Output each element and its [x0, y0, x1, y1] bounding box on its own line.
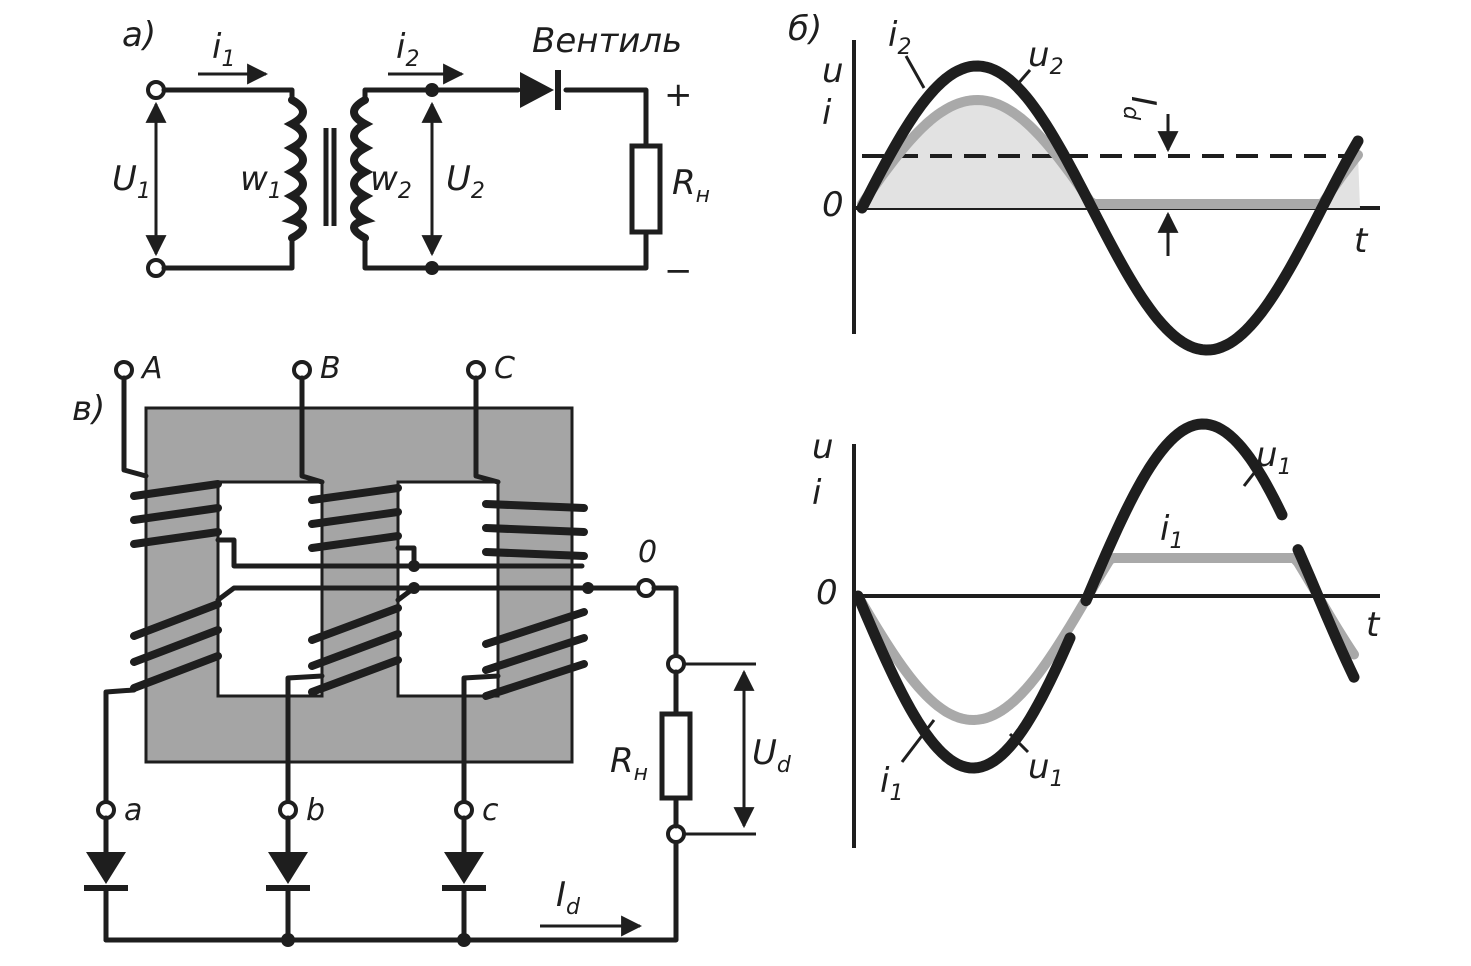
secondary-winding-icon — [350, 96, 376, 242]
i2-label: i2 — [396, 27, 419, 72]
ud-label: Ud — [752, 733, 792, 778]
panel-b-axis-u: u — [822, 51, 844, 91]
panel-b2-waveforms: u i 0 t u1 i1 u1 i1 — [812, 418, 1381, 848]
i2-shaded-area — [862, 100, 1360, 208]
panel-b-label: б) — [788, 9, 822, 49]
i1-label-top: i1 — [1160, 509, 1183, 554]
id-label-b: Id — [1118, 96, 1163, 121]
panel-b2-axis-u: u — [812, 427, 834, 467]
w1-label: w1 — [240, 159, 282, 204]
u1-leader-top — [1242, 467, 1260, 487]
load-label-c: Rн — [610, 741, 648, 786]
panel-a-label: а) — [122, 15, 156, 55]
panel-b-waveforms: б) u i 0 t Id i2 u2 — [788, 9, 1380, 356]
panel-c-three-phase: в) A B C 0 — [72, 351, 792, 947]
panel-b2-zero: 0 — [816, 573, 838, 613]
diode-b-icon — [266, 815, 310, 943]
label-C: C — [494, 351, 515, 386]
i2-curve-label: i2 — [888, 15, 911, 60]
label-B: B — [320, 351, 341, 386]
secondary-windings-icon — [130, 600, 588, 700]
transformer-core-icon — [323, 128, 337, 226]
panel-b2-t-label: t — [1366, 605, 1381, 645]
diode-icon — [520, 70, 561, 110]
i1-label-bottom: i1 — [880, 761, 903, 806]
w2-label: w2 — [370, 159, 412, 204]
i1-label: i1 — [212, 27, 235, 72]
u1-label-top: u1 — [1256, 435, 1292, 480]
u2-curve — [856, 60, 1364, 356]
i2-curve — [857, 95, 1363, 209]
load-label: Rн — [672, 163, 710, 208]
i1-curve — [853, 553, 1359, 725]
load-resistor-c-icon — [659, 711, 693, 801]
panel-b2-axis-i: i — [812, 473, 822, 513]
u2-label: U2 — [446, 159, 485, 204]
primary-circuit: i1 U1 w1 — [112, 27, 307, 278]
diode-a-icon — [84, 815, 128, 943]
load-resistor-icon — [629, 143, 663, 235]
i2-leader — [904, 55, 926, 89]
primary-windings-icon — [130, 480, 588, 560]
primary-winding-icon — [281, 96, 307, 242]
valve-label: Вентиль — [532, 21, 682, 61]
label-a: a — [124, 793, 142, 828]
panel-b-zero: 0 — [822, 185, 844, 225]
minus-sign: − — [664, 251, 693, 291]
label-A: A — [140, 351, 163, 386]
panel-a-circuit: а) i1 U1 w1 — [112, 15, 710, 291]
label-b: b — [306, 793, 325, 828]
panel-b-axis-i: i — [822, 93, 832, 133]
u1-label-bottom: u1 — [1028, 747, 1064, 792]
u2-curve-label: u2 — [1028, 35, 1064, 80]
u2-leader — [1014, 69, 1032, 87]
u1-leader-bottom — [1008, 732, 1030, 754]
u1-curve — [852, 418, 1360, 774]
panel-c-label: в) — [72, 389, 105, 429]
i1-leader-bottom — [900, 719, 936, 763]
plus-sign: + — [664, 75, 693, 115]
label-c: c — [482, 793, 499, 828]
u1-label: U1 — [112, 159, 151, 204]
secondary-circuit: i2 w2 U2 Вентиль Rн + − — [350, 21, 710, 291]
id-label-c: Id — [556, 875, 581, 920]
panel-b-t-label: t — [1354, 221, 1369, 261]
transformer-core — [144, 406, 574, 764]
neutral-label: 0 — [638, 535, 657, 570]
diode-c-icon — [442, 815, 486, 943]
